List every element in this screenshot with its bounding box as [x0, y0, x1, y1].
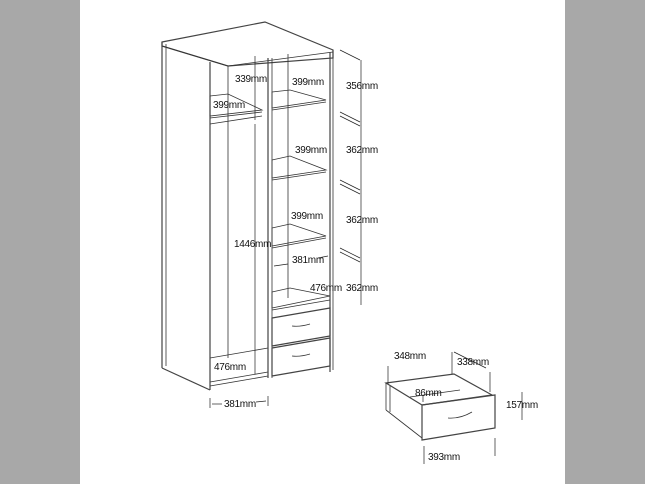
shelf-depth-2-label: 399mm	[295, 145, 327, 156]
hanging-height-label: 1446mm	[234, 239, 272, 250]
drawer-inner-height-label: 86mm	[415, 388, 442, 399]
diagram-canvas: 339mm 399mm 399mm 399mm 399mm 1446mm 381…	[80, 0, 565, 484]
drawer-inner-width-label: 348mm	[394, 351, 426, 362]
shelf-spacing-3-label: 362mm	[346, 215, 378, 226]
shelf-depth-1-label: 399mm	[292, 77, 324, 88]
shelf-spacing-4-label: 362mm	[346, 283, 378, 294]
right-lower-depth-label: 476mm	[310, 283, 342, 294]
right-inner-width-label: 381mm	[292, 255, 324, 266]
drawer-front-height-label: 157mm	[506, 400, 538, 411]
left-inner-width-label: 381mm	[224, 399, 256, 410]
right-gray-margin	[565, 0, 645, 484]
top-compartment-height-label: 339mm	[235, 74, 267, 85]
shelf-spacing-2-label: 362mm	[346, 145, 378, 156]
drawer-front-width-label: 393mm	[428, 452, 460, 463]
shelf-spacing-1-label: 356mm	[346, 81, 378, 92]
wardrobe-line-drawing	[161, 21, 523, 464]
left-bottom-depth-label: 476mm	[214, 362, 246, 373]
shelf-depth-3-label: 399mm	[291, 211, 323, 222]
left-gray-margin	[0, 0, 80, 484]
drawer-depth-label: 338mm	[457, 357, 489, 368]
hanging-shelf-width-label: 399mm	[213, 100, 245, 111]
